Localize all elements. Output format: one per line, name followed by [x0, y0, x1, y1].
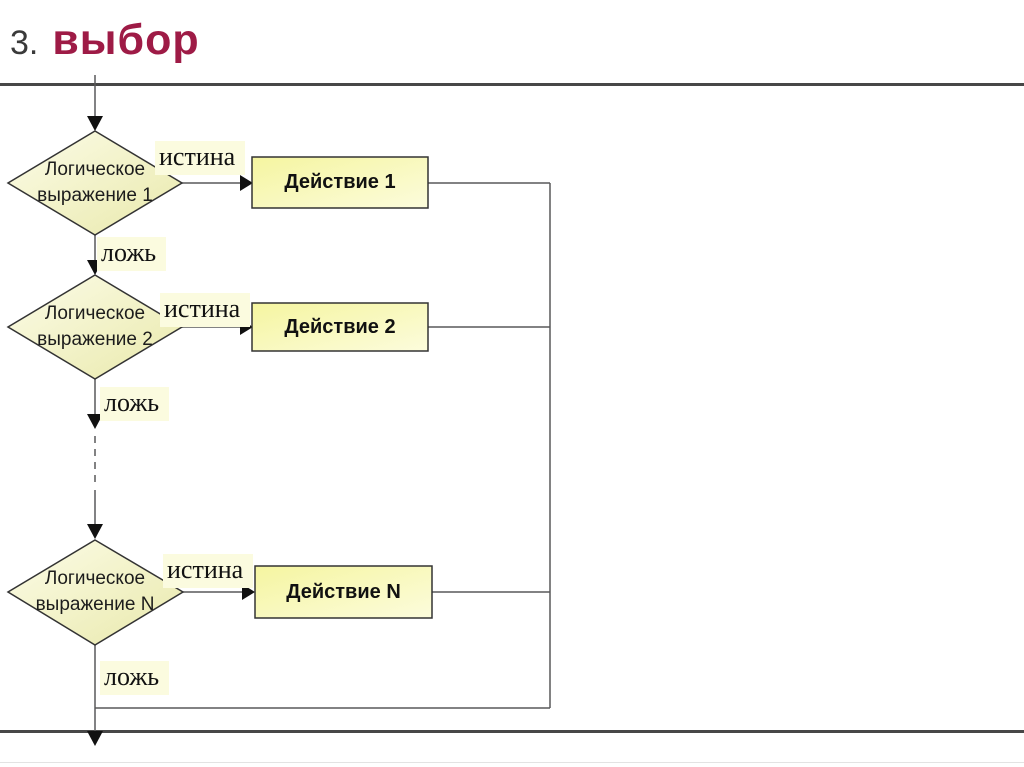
arrow-down-icon [87, 731, 103, 746]
true-branch-label-2: истина [160, 293, 251, 327]
condition-n-line2: выражение N [35, 594, 155, 615]
arrow-down-icon [87, 524, 103, 539]
decision-diamond-1 [6, 130, 184, 236]
condition-n-line1: Логическое [44, 568, 146, 590]
arrow-right-icon [240, 175, 253, 191]
false-branch-label-1: ложь [97, 237, 167, 271]
arrow-down-icon [87, 116, 103, 131]
bottom-edge-divider [0, 762, 1024, 763]
action-box-2 [251, 302, 429, 352]
false-branch-label-2: ложь [100, 387, 170, 421]
action-box-1 [251, 156, 429, 209]
condition-label-1: Логическое выражение 1 [10, 140, 180, 226]
bottom-divider [0, 730, 1024, 733]
false-branch-label-n: ложь [100, 661, 170, 695]
action-label-n: Действие N [286, 580, 401, 603]
condition-label-n: Логическое выражение N [10, 549, 180, 635]
decision-diamond-2 [6, 274, 184, 380]
true-branch-label-1: истина [155, 141, 246, 175]
condition-label-2: Логическое выражение 2 [10, 284, 180, 370]
action-label-1: Действие 1 [284, 171, 396, 193]
title-word: выбор [52, 16, 200, 64]
page-title: 3. выбор [10, 16, 200, 65]
true-branch-label-n: истина [163, 554, 254, 588]
arrow-right-icon [242, 584, 255, 600]
action-box-n [254, 565, 433, 619]
title-number: 3. [10, 24, 39, 62]
condition-2-line2: выражение 2 [37, 329, 153, 350]
decision-diamond-n [6, 539, 185, 646]
condition-2-line1: Логическое [44, 303, 146, 325]
top-divider [0, 83, 1024, 86]
condition-1-line2: выражение 1 [37, 185, 153, 206]
condition-1-line1: Логическое [44, 159, 146, 181]
arrow-down-icon [87, 414, 103, 429]
action-label-2: Действие 2 [284, 315, 396, 338]
